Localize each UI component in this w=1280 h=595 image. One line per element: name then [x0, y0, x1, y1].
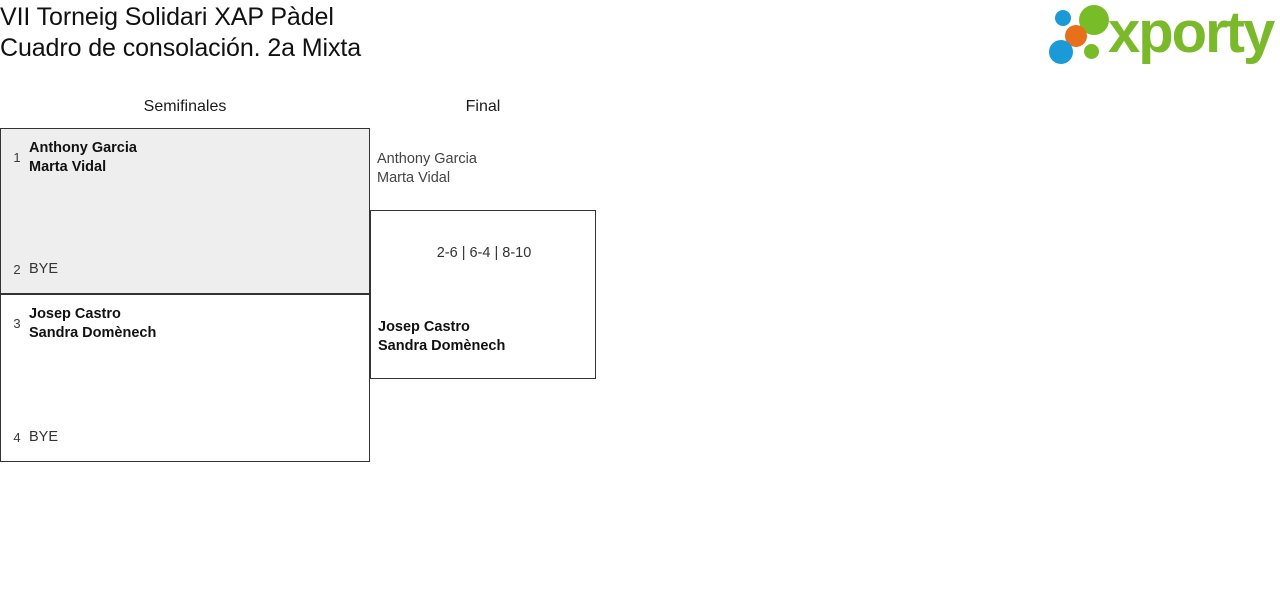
player-name-1: Josep Castro [29, 306, 121, 322]
player-name-2: Marta Vidal [377, 170, 451, 186]
competitor-names: Anthony Garcia Marta Vidal [29, 139, 137, 177]
player-name-1: BYE [29, 429, 59, 445]
round-header-final: Final [465, 98, 501, 115]
seed-number: 3 [13, 316, 21, 331]
seed-number: 4 [13, 429, 21, 445]
match-semifinal-1[interactable]: 1 Anthony Garcia Marta Vidal 2 BYE [0, 128, 370, 294]
player-name-2: Sandra Domènech [29, 325, 157, 341]
final-runner-up-names: Anthony Garcia Marta Vidal [377, 150, 477, 188]
player-name-2: Sandra Domènech [378, 338, 506, 354]
logo-dot-blue-large-icon [1049, 40, 1073, 64]
xporty-logo[interactable]: xporty [1046, 0, 1275, 66]
competitor-slot-seed-1[interactable]: 1 Anthony Garcia Marta Vidal [9, 139, 363, 177]
competitor-names: Josep Castro Sandra Domènech [29, 305, 156, 343]
logo-dot-orange-icon [1065, 25, 1087, 47]
tournament-name: VII Torneig Solidari XAP Pàdel [0, 3, 334, 31]
competitor-slot-seed-2[interactable]: 2 BYE [9, 260, 363, 279]
page-header: VII Torneig Solidari XAP Pàdel Cuadro de… [0, 0, 1280, 80]
match-final[interactable]: 2-6 | 6-4 | 8-10 Josep Castro Sandra Dom… [370, 210, 596, 379]
logo-dots-icon [1046, 4, 1118, 66]
competitor-names: BYE [29, 428, 58, 447]
final-score: 2-6 | 6-4 | 8-10 [436, 245, 532, 261]
competitor-slot-seed-3[interactable]: 3 Josep Castro Sandra Domènech [9, 305, 363, 343]
player-name-1: Anthony Garcia [377, 151, 477, 167]
player-name-2: Marta Vidal [29, 159, 107, 175]
final-winner-names: Josep Castro Sandra Domènech [378, 318, 505, 356]
competitor-names: BYE [29, 260, 58, 279]
logo-dot-green-small-icon [1084, 44, 1099, 59]
competitor-slot-seed-4[interactable]: 4 BYE [9, 428, 363, 447]
page-title: VII Torneig Solidari XAP Pàdel Cuadro de… [0, 2, 361, 64]
round-header-semifinales: Semifinales [143, 98, 227, 115]
player-name-1: Anthony Garcia [29, 140, 137, 156]
match-semifinal-2[interactable]: 3 Josep Castro Sandra Domènech 4 BYE [0, 294, 370, 462]
draw-subtitle: Cuadro de consolación. 2a Mixta [0, 34, 361, 62]
seed-number: 1 [13, 150, 21, 165]
player-name-1: Josep Castro [378, 319, 470, 335]
logo-wordmark: xporty [1108, 0, 1275, 65]
seed-number: 2 [13, 261, 21, 277]
logo-dot-blue-small-icon [1055, 10, 1071, 26]
player-name-1: BYE [29, 261, 59, 277]
